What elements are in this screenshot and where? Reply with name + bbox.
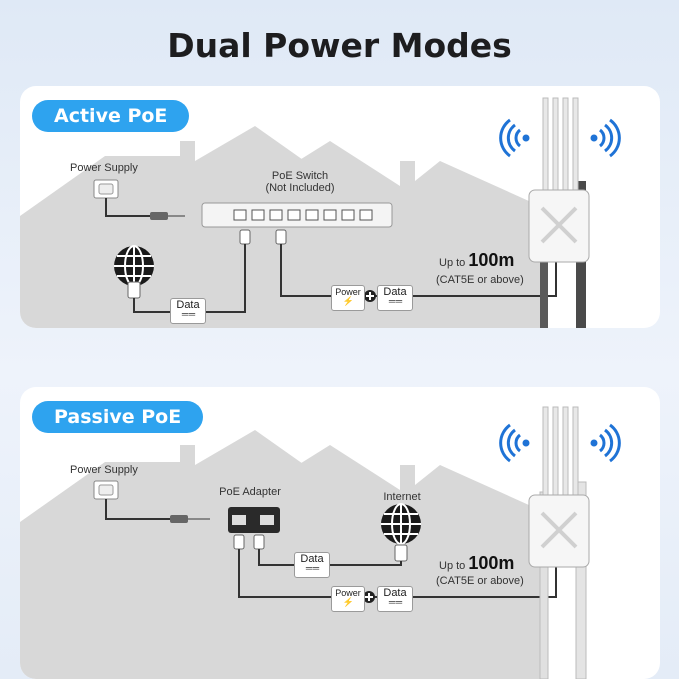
data-line-icon: ═ ═ — [388, 597, 402, 607]
power-label: Power — [335, 588, 361, 598]
power-data-box: Data ═ ═ — [377, 586, 413, 612]
wifi-right-icon — [590, 118, 621, 158]
power-label-box: Power ⚡ — [331, 285, 365, 311]
house-silhouette-2 — [250, 445, 540, 679]
range-cable: (CAT5E or above) — [436, 575, 524, 587]
range-value: 100m — [468, 553, 515, 573]
page-title: Dual Power Modes — [167, 26, 512, 65]
plus-icon — [363, 591, 375, 603]
wifi-left-icon — [499, 423, 530, 463]
internet-globe-icon — [114, 245, 154, 287]
power-label-box: Power ⚡ — [331, 586, 365, 612]
house-silhouette-2 — [250, 141, 540, 328]
passive-poe-heading: Passive PoE — [32, 401, 204, 433]
data-line-icon: ═ ═ — [388, 296, 402, 306]
lightning-icon: ⚡ — [342, 597, 354, 607]
antenna-icon — [542, 97, 579, 199]
range-text: Up to 100m — [439, 250, 514, 271]
power-data-label: Data — [383, 286, 407, 298]
range-value: 100m — [468, 250, 515, 270]
poe-switch-note: (Not Included) — [265, 182, 335, 194]
outlet-icon — [93, 179, 119, 199]
data-label-box: Data ═ ═ — [294, 552, 330, 578]
access-point-icon — [528, 494, 590, 568]
active-poe-diagram — [20, 97, 621, 328]
range-cable: (CAT5E or above) — [436, 274, 524, 286]
internet-globe-icon — [381, 503, 421, 545]
lightning-icon: ⚡ — [342, 296, 354, 306]
wifi-right-icon — [590, 423, 621, 463]
antenna-icon — [542, 406, 579, 503]
power-data-label: Data — [383, 587, 407, 599]
data-line-icon: ═ ═ — [305, 563, 319, 573]
data-line-icon: ═ ═ — [181, 309, 195, 319]
data-label: Data — [300, 553, 324, 565]
wifi-left-icon — [499, 118, 530, 158]
poe-switch-icon — [201, 202, 393, 228]
poe-adapter-icon — [228, 507, 280, 533]
data-label: Data — [176, 299, 200, 311]
passive-poe-panel: Passive PoE Power Supply PoE Adapter Int… — [20, 387, 660, 679]
power-supply-label: Power Supply — [70, 162, 138, 174]
poe-switch-label: PoE Switch — [271, 170, 329, 182]
power-label: Power — [335, 287, 361, 297]
outlet-icon — [93, 480, 119, 500]
access-point-icon — [528, 189, 590, 263]
range-text: Up to 100m — [439, 553, 514, 574]
power-supply-label: Power Supply — [70, 464, 138, 476]
range-prefix: Up to — [439, 560, 466, 572]
power-data-box: Data ═ ═ — [377, 285, 413, 311]
active-poe-panel: Active PoE Power Supply PoE Switch (Not … — [20, 86, 660, 328]
internet-label: Internet — [383, 491, 421, 503]
data-label-box: Data ═ ═ — [170, 298, 206, 324]
plus-icon — [364, 290, 376, 302]
poe-adapter-label: PoE Adapter — [219, 486, 281, 498]
passive-poe-diagram — [20, 406, 621, 679]
active-poe-heading: Active PoE — [32, 100, 190, 132]
range-prefix: Up to — [439, 257, 466, 269]
